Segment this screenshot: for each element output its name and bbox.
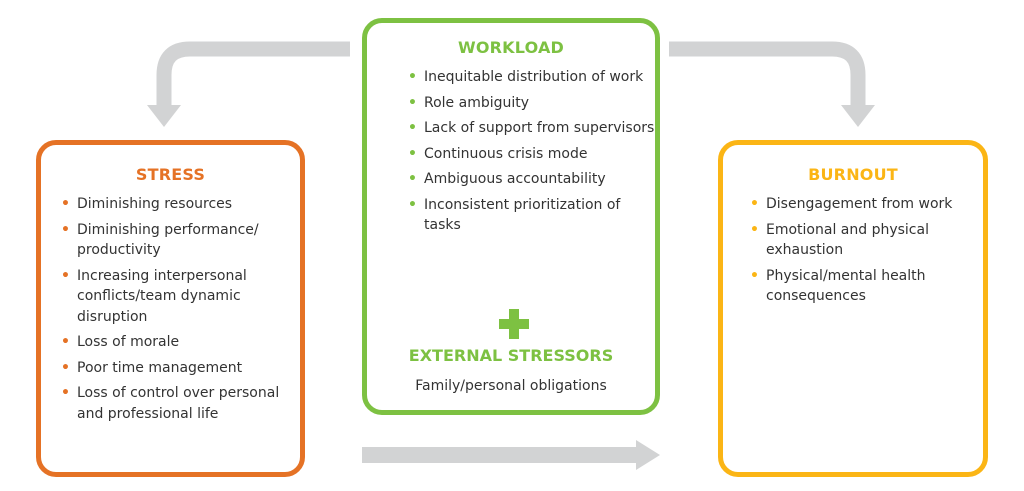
bullet-icon: • — [408, 69, 417, 85]
list-item: •Disengagement from work — [742, 194, 983, 215]
burnout-box: BURNOUT •Disengagement from work •Emotio… — [718, 140, 988, 477]
bullet-icon: • — [61, 334, 70, 350]
list-item: •Ambiguous accountability — [400, 169, 655, 190]
burnout-title: BURNOUT — [808, 165, 898, 184]
bullet-icon: • — [408, 196, 417, 213]
arrow-workload-to-stress — [156, 41, 350, 105]
stress-list: •Diminishing resources •Diminishing perf… — [53, 194, 300, 424]
bullet-icon: • — [750, 267, 759, 284]
burnout-list: •Disengagement from work •Emotional and … — [742, 194, 983, 307]
list-item: •Role ambiguity — [400, 93, 655, 114]
bullet-icon: • — [408, 145, 417, 162]
bullet-icon: • — [61, 359, 70, 376]
arrow-head-down-right — [841, 105, 875, 127]
arrow-head-right — [636, 440, 660, 470]
list-item: •Diminishing resources — [53, 194, 300, 215]
bullet-icon: • — [61, 385, 70, 401]
list-item: •Inconsistent prioritization of tasks — [408, 196, 621, 234]
list-item: •Lack of support from supervisors — [400, 118, 655, 139]
list-item: •Diminishing performance/ productivity — [61, 221, 259, 259]
arrow-head-down-left — [147, 105, 181, 127]
plus-icon — [499, 309, 529, 339]
workload-box: WORKLOAD •Inequitable distribution of wo… — [362, 18, 660, 415]
bullet-icon: • — [750, 196, 759, 212]
workload-title: WORKLOAD — [457, 38, 565, 57]
list-item: •Physical/mental health consequences — [750, 267, 926, 305]
workload-list: •Inequitable distribution of work •Role … — [400, 67, 655, 236]
bullet-icon: • — [61, 196, 70, 212]
arrow-workload-to-burnout — [669, 41, 866, 105]
list-item: •Emotional and physical exhaustion — [750, 221, 929, 259]
stress-title: STRESS — [135, 165, 206, 184]
list-item: •Increasing interpersonal conflicts/team… — [61, 267, 247, 325]
external-stressors-title: EXTERNAL STRESSORS — [408, 346, 614, 365]
bullet-icon: • — [750, 221, 759, 238]
list-item: •Poor time management — [53, 358, 300, 379]
list-item: •Inequitable distribution of work — [400, 67, 655, 88]
bullet-icon: • — [408, 120, 417, 136]
list-item: •Loss of control over personal and profe… — [61, 385, 280, 422]
stress-box: STRESS •Diminishing resources •Diminishi… — [36, 140, 305, 477]
external-stressors-text: Family/personal obligations — [415, 378, 607, 394]
bullet-icon: • — [408, 171, 417, 187]
arrow-stress-to-burnout — [362, 447, 637, 463]
bullet-icon: • — [61, 267, 70, 284]
list-item: •Continuous crisis mode — [400, 144, 655, 165]
list-item: •Loss of morale — [53, 332, 300, 353]
bullet-icon: • — [408, 94, 417, 111]
bullet-icon: • — [61, 221, 70, 238]
